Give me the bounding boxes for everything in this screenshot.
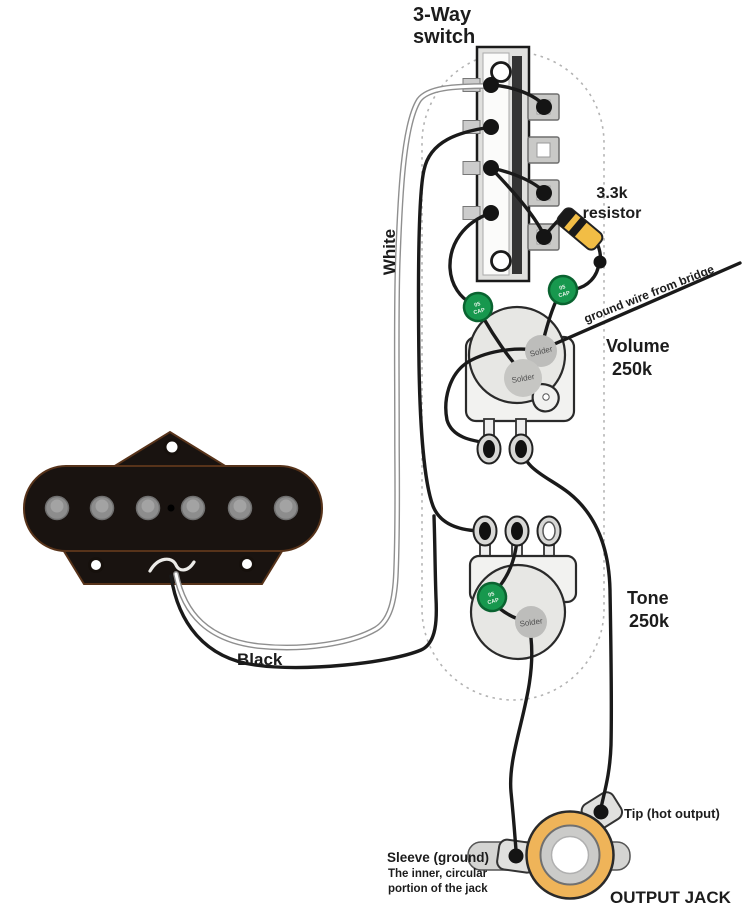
switch-tab bbox=[462, 206, 481, 220]
pickup-wire-hook bbox=[148, 557, 196, 573]
cap-label: CAP bbox=[558, 290, 571, 299]
tone-eyelets bbox=[472, 515, 562, 547]
cap-label: 05 bbox=[488, 591, 495, 598]
black-wire-label: Black bbox=[237, 650, 283, 669]
resistor-3-3k bbox=[556, 207, 604, 251]
solder-label: Solder bbox=[511, 372, 536, 385]
switch-screw-hole-bottom bbox=[490, 250, 512, 272]
white-wire-label: White bbox=[380, 229, 399, 275]
switch-tab bbox=[462, 161, 481, 175]
pole-highlight bbox=[95, 499, 109, 513]
jack-tip-lug bbox=[593, 804, 609, 820]
sleeve-label-line1: Sleeve (ground) bbox=[387, 850, 489, 865]
switch-screw-hole-top bbox=[490, 61, 512, 83]
tone-lug-hole bbox=[511, 522, 523, 540]
switch-lug-dots bbox=[483, 77, 552, 245]
pole-highlight bbox=[141, 499, 155, 513]
capacitor-2: 05 CAP bbox=[547, 274, 579, 306]
switch-lug bbox=[483, 205, 499, 221]
tone-pot-body bbox=[469, 563, 567, 661]
three-way-switch bbox=[462, 45, 560, 283]
solder-blob bbox=[525, 335, 557, 367]
cap-label: 05 bbox=[474, 301, 481, 308]
black-wire bbox=[169, 514, 439, 670]
pickup-mount-hole-top bbox=[163, 438, 181, 456]
wire-junction-dot bbox=[593, 255, 607, 269]
cap-label: 05 bbox=[559, 284, 566, 291]
switch-lug bbox=[483, 77, 499, 93]
switch-lever-slot bbox=[512, 56, 522, 274]
switch-label-line1: 3-Way bbox=[413, 4, 472, 26]
volume-label-line2: 250k bbox=[612, 359, 653, 379]
tone-label-line2: 250k bbox=[629, 611, 670, 631]
switch-to-cap-wire bbox=[448, 211, 493, 305]
pole-highlight bbox=[279, 499, 293, 513]
solder-blobs: Solder Solder Solder bbox=[504, 335, 557, 638]
cap-body bbox=[547, 274, 579, 306]
volume-to-tip-wire bbox=[519, 443, 614, 810]
switch-lug bbox=[483, 119, 499, 135]
solder-label: Solder bbox=[519, 616, 543, 628]
volume-lug-hole bbox=[483, 440, 495, 458]
cap-body bbox=[462, 291, 494, 323]
pole-highlight bbox=[233, 499, 247, 513]
bridge-ground-wire bbox=[541, 261, 742, 351]
tone-lug-hole bbox=[479, 522, 491, 540]
cap-body bbox=[476, 581, 508, 613]
white-wire bbox=[174, 84, 491, 649]
volume-lug-hole bbox=[515, 440, 527, 458]
capacitor-3: 05 CAP bbox=[476, 581, 508, 613]
cap-label: CAP bbox=[487, 597, 500, 606]
pole-pieces bbox=[44, 495, 299, 521]
output-jack bbox=[467, 791, 631, 900]
ground-wire-note: ground wire from bridge bbox=[582, 262, 716, 326]
capacitor-1: 05 CAP bbox=[462, 291, 494, 323]
pole-highlight bbox=[186, 499, 200, 513]
pickup-mount-hole-right bbox=[239, 556, 255, 572]
switch-tab-hole bbox=[536, 142, 551, 158]
resistor-band bbox=[568, 216, 588, 238]
tone-lug-hole-open bbox=[542, 521, 556, 541]
switch-jumper-3 bbox=[489, 166, 546, 237]
volume-ground-loop-wire bbox=[444, 347, 541, 445]
switch-lug bbox=[483, 160, 499, 176]
pickup-mount-hole-left bbox=[88, 557, 104, 573]
jack-sleeve-lug bbox=[508, 848, 524, 864]
resistor-band bbox=[557, 208, 577, 229]
pickup-center-dot bbox=[167, 504, 175, 512]
switch-tab-lug bbox=[536, 99, 552, 115]
volume-label-line1: Volume bbox=[606, 336, 670, 356]
pole-highlight bbox=[50, 499, 64, 513]
switch-label-line2: switch bbox=[413, 26, 475, 48]
solder-blob bbox=[504, 359, 542, 397]
jack-hole bbox=[550, 835, 590, 875]
switch-to-tone-wire bbox=[416, 125, 493, 533]
resistor-label-line2: resistor bbox=[583, 205, 642, 222]
solder-blob bbox=[515, 606, 547, 638]
switch-tab-lug bbox=[536, 229, 552, 245]
tone-label-line1: Tone bbox=[627, 588, 669, 608]
volume-eyelets bbox=[476, 433, 534, 465]
sleeve-label-line2: The inner, circular bbox=[388, 868, 488, 880]
sleeve-label-line3: portion of the jack bbox=[388, 883, 488, 895]
volume-ground-tab-hole bbox=[542, 393, 550, 401]
tone-to-sleeve-wire bbox=[508, 636, 534, 852]
bridge-pickup bbox=[23, 430, 323, 585]
tip-label: Tip (hot output) bbox=[624, 806, 720, 821]
cap-label: CAP bbox=[473, 307, 486, 316]
switch-tab-lug bbox=[536, 185, 552, 201]
resistor-label-line1: 3.3k bbox=[596, 185, 627, 202]
output-jack-label: OUTPUT JACK bbox=[610, 888, 732, 907]
